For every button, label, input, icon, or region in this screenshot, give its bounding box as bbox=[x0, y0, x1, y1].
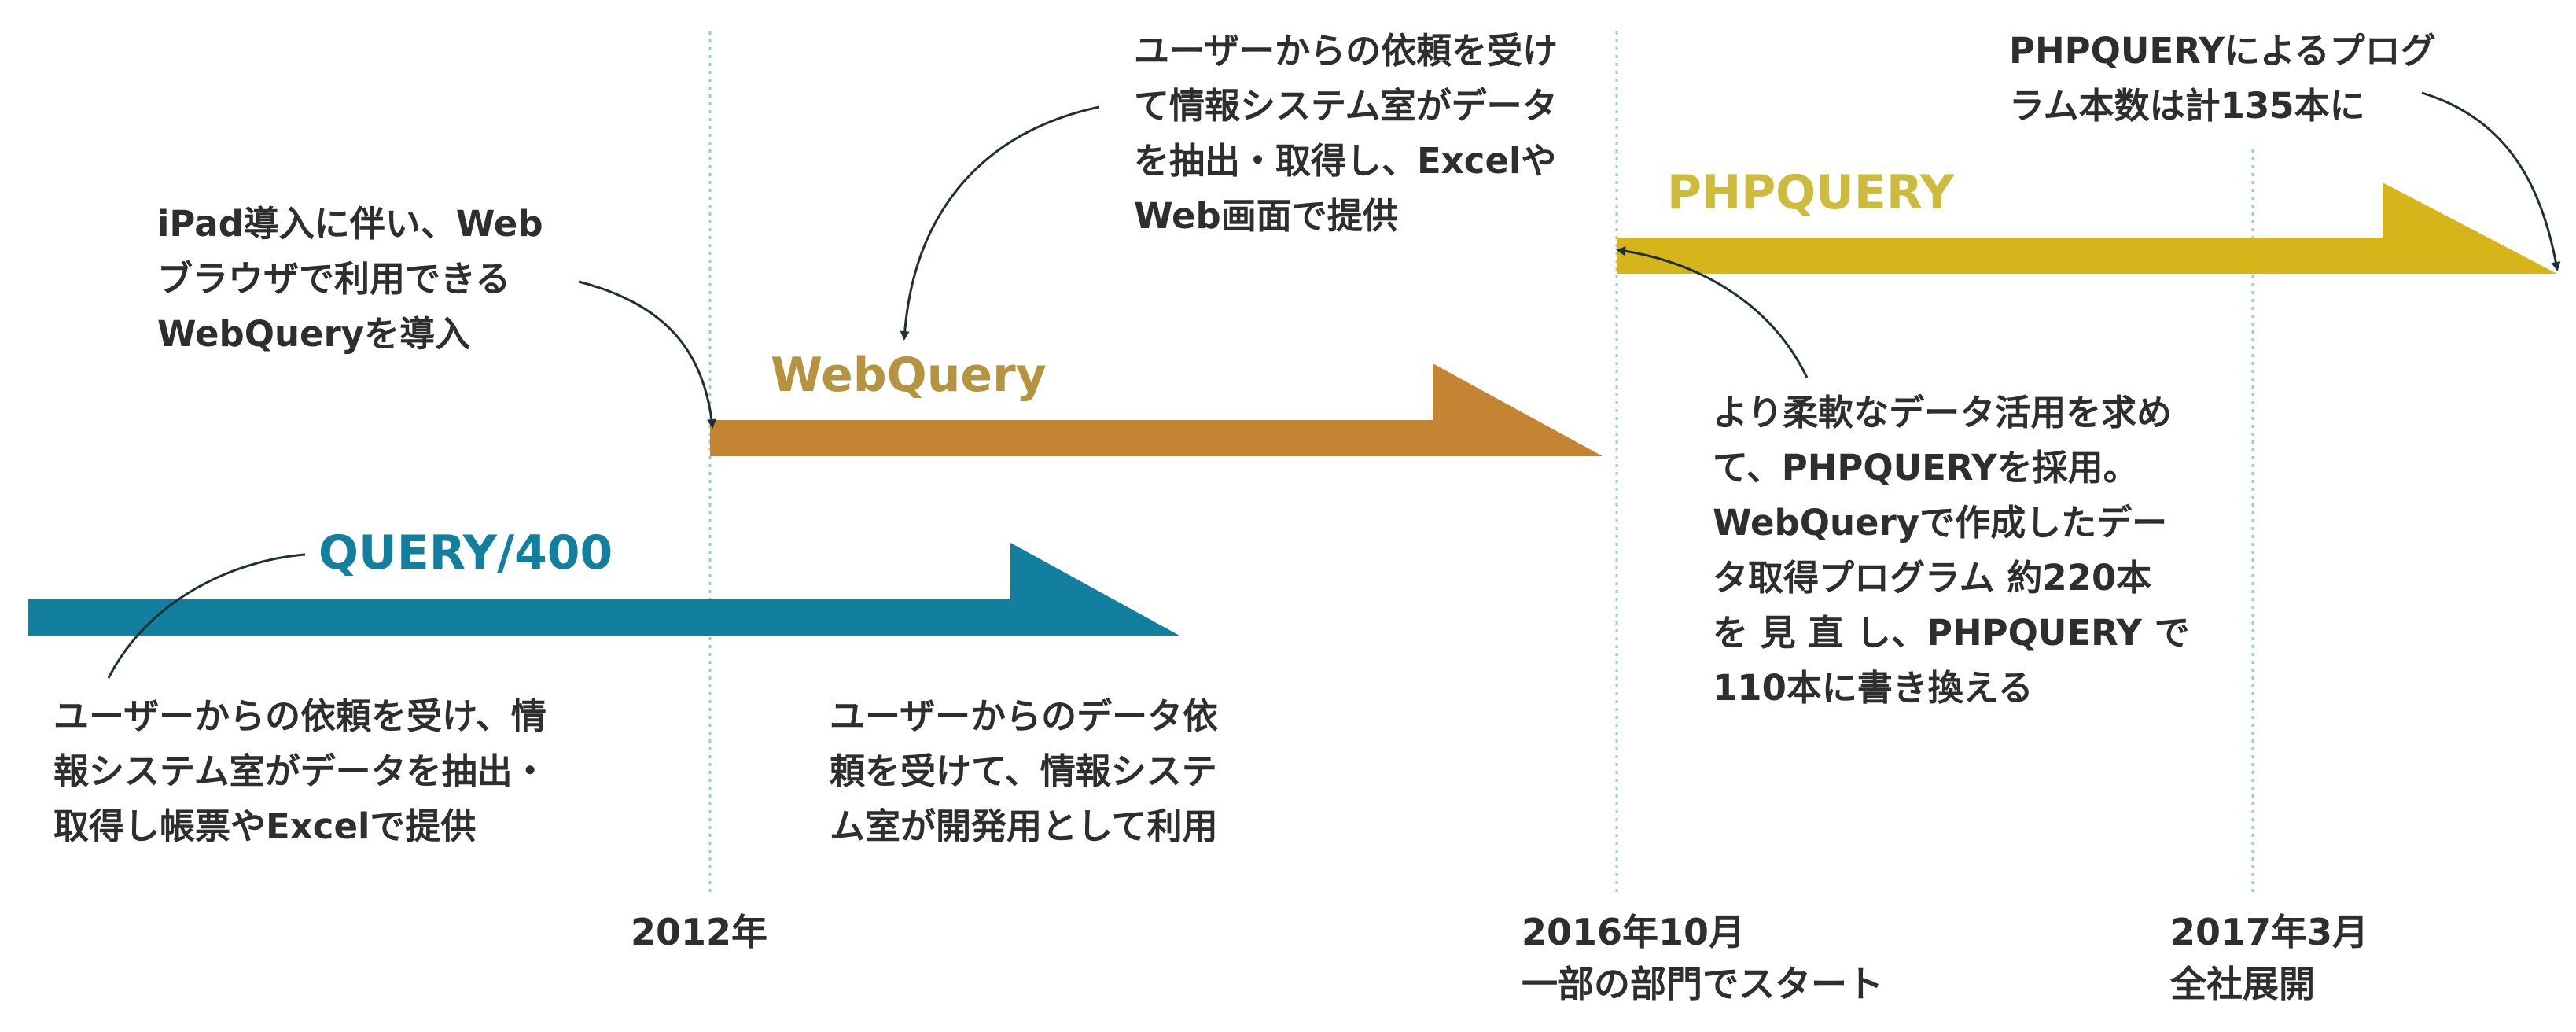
query400-dev-note: ユーザーからのデータ依 頼を受けて、情報システ ム室が開発用として利用 bbox=[830, 689, 1218, 854]
phpquery-arrow bbox=[1617, 182, 2557, 274]
text-line: 110本に書き換える bbox=[1713, 667, 2033, 709]
text-line: ム室が開発用として利用 bbox=[830, 805, 1218, 847]
date-sublabel: 全社展開 bbox=[2170, 963, 2315, 1005]
phpquery-label: PHPQUERY bbox=[1667, 165, 1955, 220]
text-line: ユーザーからの依頼を受け bbox=[1134, 30, 1558, 72]
webquery-description: ユーザーからの依頼を受け て情報システム室がデータ を抽出・取得し、Excelや… bbox=[1134, 24, 1558, 244]
leader-webquery-desc bbox=[900, 105, 1100, 341]
text-line: ブラウザで利用できる bbox=[157, 258, 511, 300]
text-line: 頼を受けて、情報システ bbox=[830, 750, 1217, 792]
text-line: て、PHPQUERYを採用。 bbox=[1713, 447, 2139, 488]
phpquery-intro-note: より柔軟なデータ活用を求め て、PHPQUERYを採用。 WebQueryで作成… bbox=[1713, 385, 2190, 716]
date-label: 2017年3月 bbox=[2170, 911, 2369, 953]
leader-query400 bbox=[107, 553, 306, 679]
text-line: タ取得プログラム 約220本 bbox=[1713, 557, 2152, 599]
text-line: 取得し帳票やExcelで提供 bbox=[53, 805, 477, 847]
text-line: ユーザーからのデータ依 bbox=[830, 695, 1219, 737]
text-line: WebQueryを導入 bbox=[157, 313, 471, 355]
text-line: PHPQUERYによるプログ bbox=[2009, 30, 2436, 72]
webquery-label: WebQuery bbox=[771, 348, 1047, 403]
text-line: ユーザーからの依頼を受け、情 bbox=[53, 695, 546, 737]
timeline-date-2012: 2012年 bbox=[631, 906, 767, 958]
text-line: て情報システム室がデータ bbox=[1134, 85, 1558, 127]
webquery-intro-note: iPad導入に伴い、Web ブラウザで利用できる WebQueryを導入 bbox=[157, 197, 543, 362]
leader-phpquery-total bbox=[2421, 91, 2561, 271]
text-line: Web画面で提供 bbox=[1134, 195, 1398, 237]
text-line: より柔軟なデータ活用を求め bbox=[1713, 392, 2173, 433]
timeline-date-2017-3: 2017年3月 全社展開 bbox=[2170, 906, 2368, 1010]
text-line: 報システム室がデータを抽出・ bbox=[53, 750, 548, 792]
phpquery-total-note: PHPQUERYによるプログ ラム本数は計135本に bbox=[2009, 24, 2436, 134]
webquery-arrow bbox=[710, 363, 1603, 456]
text-line: WebQueryで作成したデー bbox=[1713, 502, 2168, 544]
query400-description: ユーザーからの依頼を受け、情 報システム室がデータを抽出・ 取得し帳票やExce… bbox=[53, 689, 548, 854]
text-line: ラム本数は計135本に bbox=[2009, 85, 2365, 127]
query400-arrow bbox=[28, 543, 1179, 636]
text-line: iPad導入に伴い、Web bbox=[157, 203, 543, 245]
text-line: を 見 直 し、PHPQUERY で bbox=[1713, 612, 2190, 654]
leader-webquery-intro bbox=[578, 280, 716, 429]
leader-phpquery-intro bbox=[1616, 246, 1809, 378]
timeline-date-2016-10: 2016年10月 一部の部門でスタート bbox=[1522, 906, 1883, 1010]
date-sublabel: 一部の部門でスタート bbox=[1522, 963, 1883, 1005]
date-label: 2012年 bbox=[631, 911, 768, 953]
date-label: 2016年10月 bbox=[1522, 911, 1746, 953]
query400-label: QUERY/400 bbox=[318, 525, 613, 580]
text-line: を抽出・取得し、Excelや bbox=[1134, 140, 1557, 182]
